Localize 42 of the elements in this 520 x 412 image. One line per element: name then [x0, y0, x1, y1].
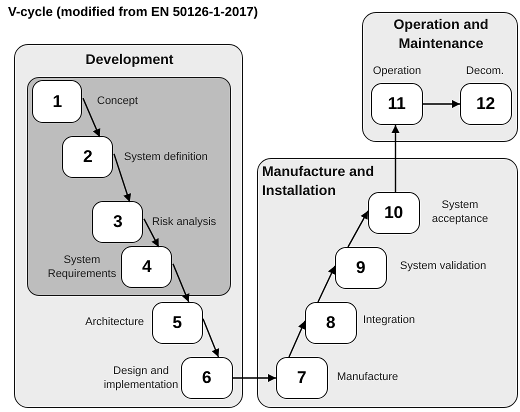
step-box: 3 [92, 201, 144, 244]
step-label: Operation [372, 64, 422, 78]
arrow [392, 125, 400, 192]
arrow [143, 218, 160, 248]
diagram-title: V-cycle (modified from EN 50126-1-2017) [8, 4, 258, 19]
step-label: Design and implementation [102, 364, 180, 392]
step-label: Manufacture [337, 370, 400, 384]
arrow [82, 98, 100, 138]
step-box: 4 [121, 246, 172, 288]
step-label: Architecture [84, 315, 144, 329]
step-box: 1 [32, 80, 82, 124]
phase-heading: Development [84, 50, 174, 69]
step-box: 8 [304, 302, 357, 344]
arrow [202, 318, 220, 358]
phase-panel [257, 158, 518, 408]
step-label: Integration [363, 313, 416, 327]
arrow [172, 264, 190, 302]
step-label: System acceptance [430, 198, 490, 226]
arrow [233, 374, 276, 382]
arrow [347, 210, 369, 248]
step-box: 6 [180, 356, 233, 399]
arrow [423, 100, 460, 108]
step-box: 11 [370, 82, 423, 125]
step-box: 10 [368, 192, 420, 234]
arrow [288, 320, 306, 358]
step-label: Decom. [465, 64, 505, 78]
arrow [317, 266, 336, 302]
group-panel [26, 76, 231, 296]
step-box: 2 [62, 136, 114, 178]
phase-panel [362, 12, 518, 142]
step-box: 5 [152, 302, 203, 344]
step-label: Risk analysis [152, 215, 218, 229]
phase-heading: Operation and Maintenance [392, 15, 490, 53]
phase-panel [14, 44, 243, 408]
step-box: 12 [460, 82, 512, 125]
step-box: 9 [334, 246, 387, 289]
step-label: System definition [124, 150, 209, 164]
step-label: System validation [400, 259, 488, 273]
arrow [113, 154, 132, 202]
step-box: 7 [276, 356, 328, 399]
step-label: System Requirements [46, 253, 118, 281]
step-label: Concept [97, 94, 139, 108]
